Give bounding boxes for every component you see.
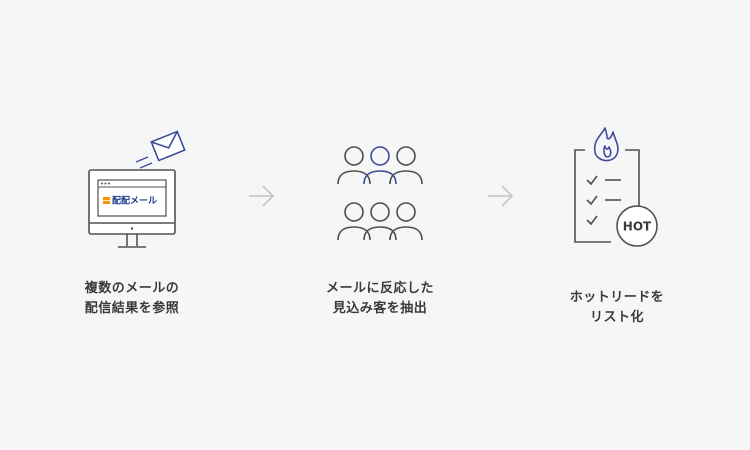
hot-badge-text: HOT: [623, 220, 652, 234]
monitor-power-dot: [130, 227, 134, 230]
person-icon: [337, 146, 371, 185]
person-icon: [363, 202, 397, 241]
step-view-results: 配配メール 複数のメールの 配信結果を参照: [32, 110, 232, 319]
monitor-mail-icon: 配配メール: [88, 130, 186, 248]
motion-line: [135, 156, 149, 163]
caption-line: 配信結果を参照: [84, 301, 180, 316]
arrow-right-icon: [488, 185, 514, 207]
motion-line: [139, 162, 153, 169]
step-caption: 複数のメールの 配信結果を参照: [32, 279, 232, 319]
logo-text: 配配メール: [112, 196, 157, 207]
person-icon: [389, 202, 423, 241]
caption-line: リスト化: [589, 310, 644, 325]
arrow-right-icon: [249, 185, 275, 207]
envelope-icon: [150, 130, 186, 162]
people-group-icon: [337, 146, 423, 241]
caption-line: メールに反応した: [325, 281, 434, 296]
step-hot-lead-list: HOT ホットリードを リスト化: [517, 110, 717, 328]
caption-line: 見込み客を抽出: [332, 301, 428, 316]
hot-checklist-icon: HOT: [574, 127, 658, 247]
step-caption: ホットリードを リスト化: [517, 288, 717, 328]
clipboard-frame: [574, 149, 611, 243]
person-icon: [389, 146, 423, 185]
caption-line: ホットリードを: [569, 290, 665, 305]
caption-line: 複数のメールの: [84, 281, 180, 296]
step-extract-prospects: メールに反応した 見込み客を抽出: [280, 110, 480, 319]
person-icon: [337, 202, 371, 241]
person-highlighted-icon: [363, 146, 397, 185]
hot-badge: [616, 205, 658, 247]
checklist-items: [586, 175, 621, 226]
flame-icon: [593, 127, 619, 162]
step-caption: メールに反応した 見込み客を抽出: [280, 279, 480, 319]
